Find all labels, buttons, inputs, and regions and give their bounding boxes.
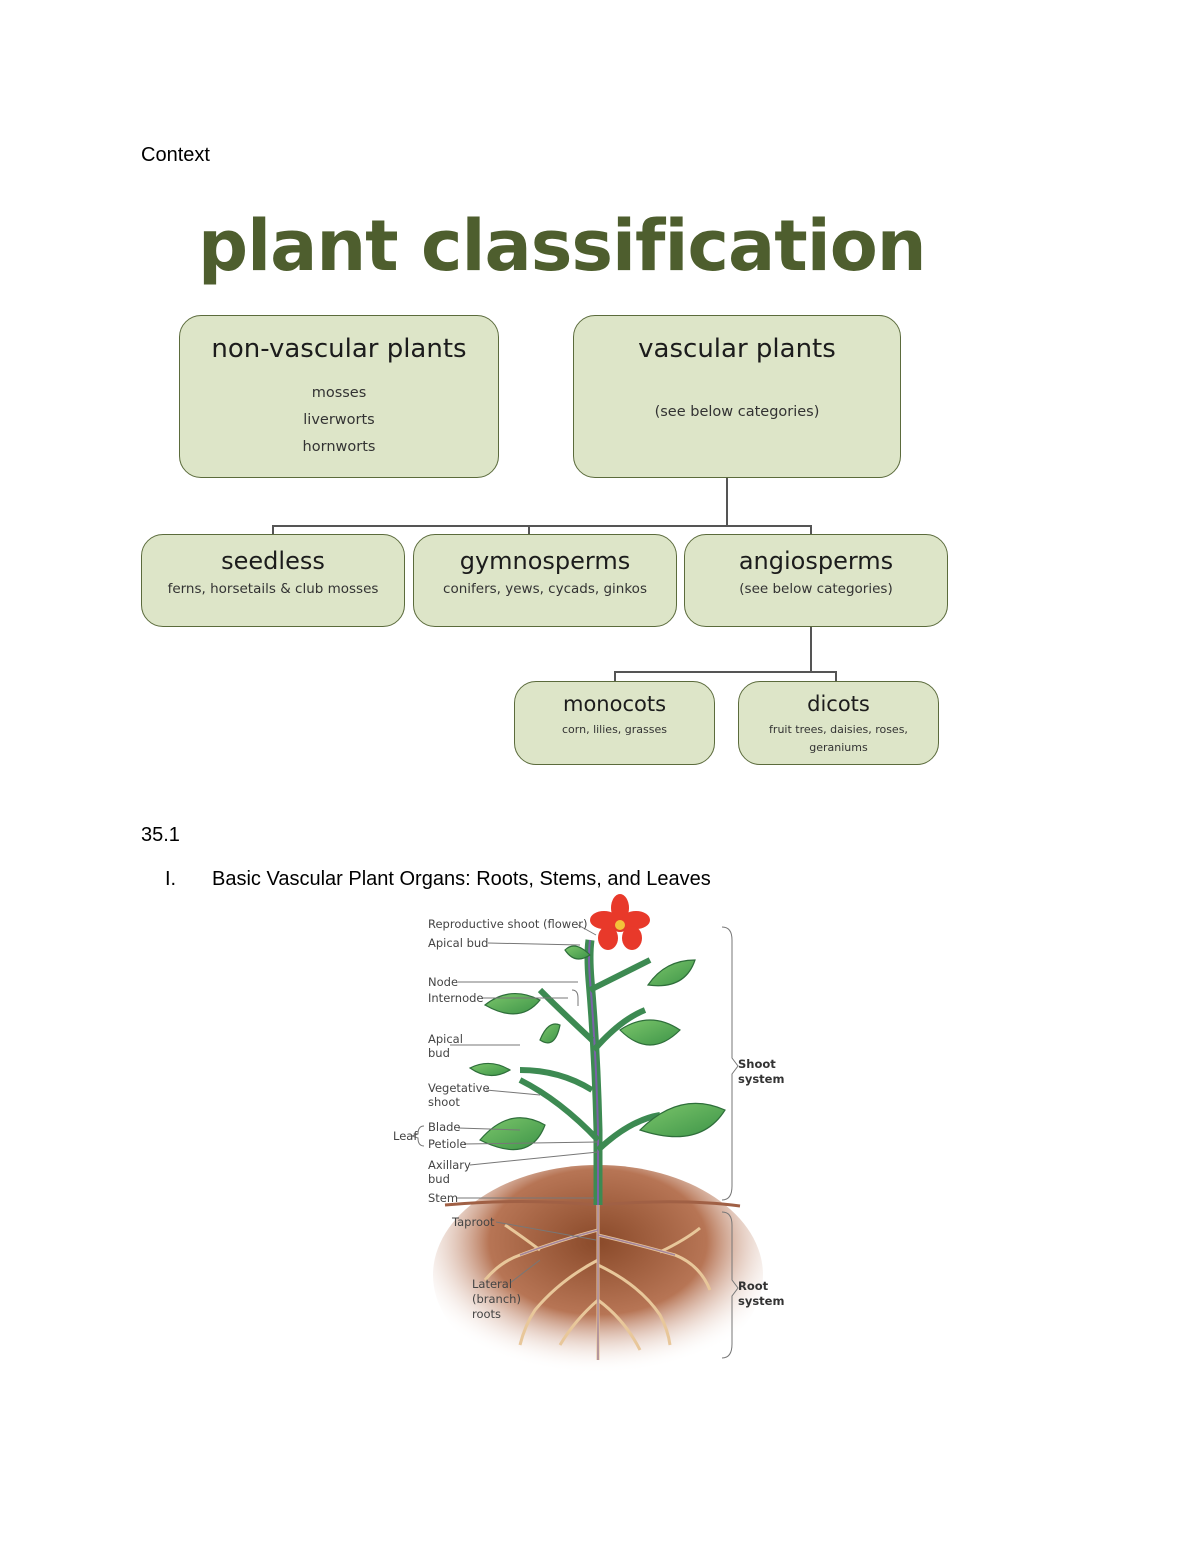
label-lateral-roots: Lateral <box>472 1277 513 1291</box>
connector <box>835 671 837 683</box>
non-vascular-box: non-vascular plants mosses liverworts ho… <box>179 315 499 478</box>
label-internode: Internode <box>428 991 484 1005</box>
vascular-note: (see below categories) <box>654 404 820 420</box>
dicots-box: dicots fruit trees, daisies, roses, gera… <box>738 681 939 765</box>
label-axillary-bud: bud <box>428 1172 450 1186</box>
leader-lines <box>410 924 739 1359</box>
connector <box>528 525 530 537</box>
label-vegetative-shoot: shoot <box>428 1095 460 1109</box>
dicots-desc: fruit trees, daisies, roses, <box>769 723 908 736</box>
connector <box>810 525 812 537</box>
label-taproot: Taproot <box>452 1215 495 1229</box>
label-root-system: Root <box>738 1279 769 1293</box>
flower <box>590 894 650 950</box>
label-apical-bud-2: bud <box>428 1046 450 1060</box>
label-blade: Blade <box>428 1120 461 1134</box>
seedless-box: seedless ferns, horsetails & club mosses <box>141 534 405 627</box>
label-shoot-system: Shoot <box>738 1057 776 1071</box>
connector <box>726 478 728 526</box>
leaves <box>468 945 726 1151</box>
gymnosperms-box: gymnosperms conifers, yews, cycads, gink… <box>413 534 677 627</box>
dicots-desc: geraniums <box>809 741 868 754</box>
angiosperms-desc: (see below categories) <box>739 581 893 597</box>
seedless-desc: ferns, horsetails & club mosses <box>167 581 379 597</box>
vascular-title: vascular plants <box>638 334 836 364</box>
label-leaf: Leaf <box>393 1129 418 1143</box>
monocots-box: monocots corn, lilies, grasses <box>514 681 715 765</box>
seedless-title: seedless <box>221 547 325 575</box>
heading-numeral: I. <box>165 868 177 890</box>
connector <box>272 525 274 537</box>
heading-text: Basic Vascular Plant Organs: Roots, Stem… <box>212 868 711 890</box>
section-number: 35.1 <box>141 824 180 846</box>
vascular-box: vascular plants (see below categories) <box>573 315 901 478</box>
non-vascular-item: liverworts <box>303 412 375 428</box>
angiosperms-title: angiosperms <box>738 547 894 575</box>
non-vascular-item: hornworts <box>302 439 376 455</box>
non-vascular-title: non-vascular plants <box>211 334 467 364</box>
label-reproductive-shoot: Reproductive shoot (flower) <box>428 917 588 931</box>
label-root-system: system <box>738 1294 785 1308</box>
gymnosperms-title: gymnosperms <box>459 547 631 575</box>
label-apical-bud: Apical bud <box>428 936 489 950</box>
label-shoot-system: system <box>738 1072 785 1086</box>
connector <box>614 671 616 683</box>
monocots-desc: corn, lilies, grasses <box>562 723 667 736</box>
label-lateral-roots: (branch) <box>472 1292 521 1306</box>
non-vascular-item: mosses <box>311 385 367 401</box>
label-axillary-bud: Axillary <box>428 1158 471 1172</box>
context-label: Context <box>141 144 210 166</box>
connector <box>614 671 836 673</box>
diagram-title: plant classification <box>198 205 927 287</box>
label-apical-bud-2: Apical <box>428 1032 463 1046</box>
label-stem: Stem <box>428 1191 459 1205</box>
angiosperms-box: angiosperms (see below categories) <box>684 534 948 627</box>
connector <box>810 626 812 672</box>
gymnosperms-desc: conifers, yews, cycads, ginkos <box>443 581 647 597</box>
branches <box>518 957 661 1153</box>
label-lateral-roots: roots <box>472 1307 502 1321</box>
dicots-title: dicots <box>807 692 870 716</box>
label-node: Node <box>428 975 459 989</box>
label-vegetative-shoot: Vegetative <box>428 1081 490 1095</box>
monocots-title: monocots <box>562 692 667 716</box>
label-petiole: Petiole <box>428 1137 467 1151</box>
connector <box>272 525 812 527</box>
